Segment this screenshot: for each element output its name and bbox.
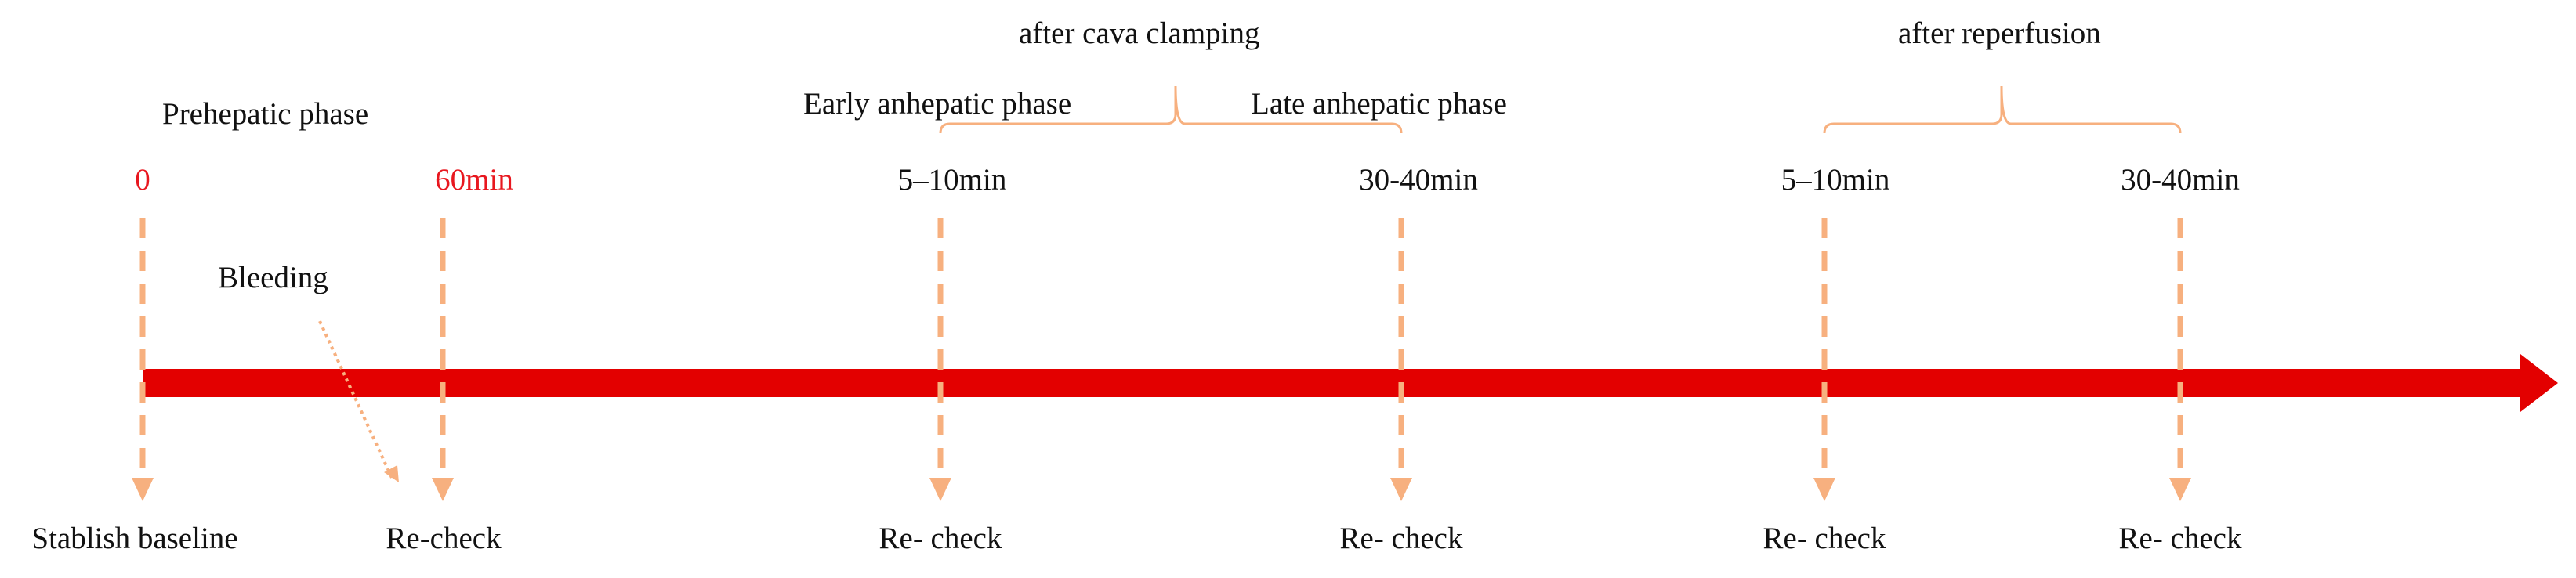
time-marker-late-anhepatic	[1390, 218, 1412, 501]
after-reperfusion-label: after reperfusion	[1898, 16, 2101, 50]
bleeding-arrow	[318, 320, 399, 482]
main-timeline-arrow	[143, 354, 2558, 412]
check-label-early-reperfusion: Re- check	[1763, 522, 1886, 555]
after-cava-clamping-label: after cava clamping	[1019, 16, 1260, 50]
time-label-60min: 60min	[435, 163, 513, 197]
time-label-early-reperfusion: 5–10min	[1781, 163, 1890, 197]
late-anhepatic-phase-label: Late anhepatic phase	[1251, 87, 1507, 121]
check-label-60min: Re-check	[386, 522, 502, 555]
prehepatic-phase-label: Prehepatic phase	[162, 97, 368, 131]
check-label-baseline: Stablish baseline	[31, 522, 237, 555]
time-label-late-reperfusion: 30-40min	[2121, 163, 2240, 197]
early-anhepatic-phase-label: Early anhepatic phase	[803, 87, 1071, 121]
check-label-late-reperfusion: Re- check	[2119, 522, 2242, 555]
cava-clamping-brace	[939, 85, 1403, 134]
time-marker-early-anhepatic	[929, 218, 951, 501]
time-marker-early-reperfusion	[1813, 218, 1835, 501]
bleeding-label: Bleeding	[218, 261, 328, 294]
time-label-early-anhepatic: 5–10min	[898, 163, 1007, 197]
reperfusion-brace	[1823, 85, 2182, 134]
time-marker-0	[132, 218, 154, 501]
time-label-0: 0	[135, 163, 150, 197]
time-label-late-anhepatic: 30-40min	[1359, 163, 1478, 197]
time-marker-late-reperfusion	[2169, 218, 2191, 501]
time-marker-60min	[432, 218, 454, 501]
check-label-early-anhepatic: Re- check	[879, 522, 1002, 555]
check-label-late-anhepatic: Re- check	[1340, 522, 1463, 555]
